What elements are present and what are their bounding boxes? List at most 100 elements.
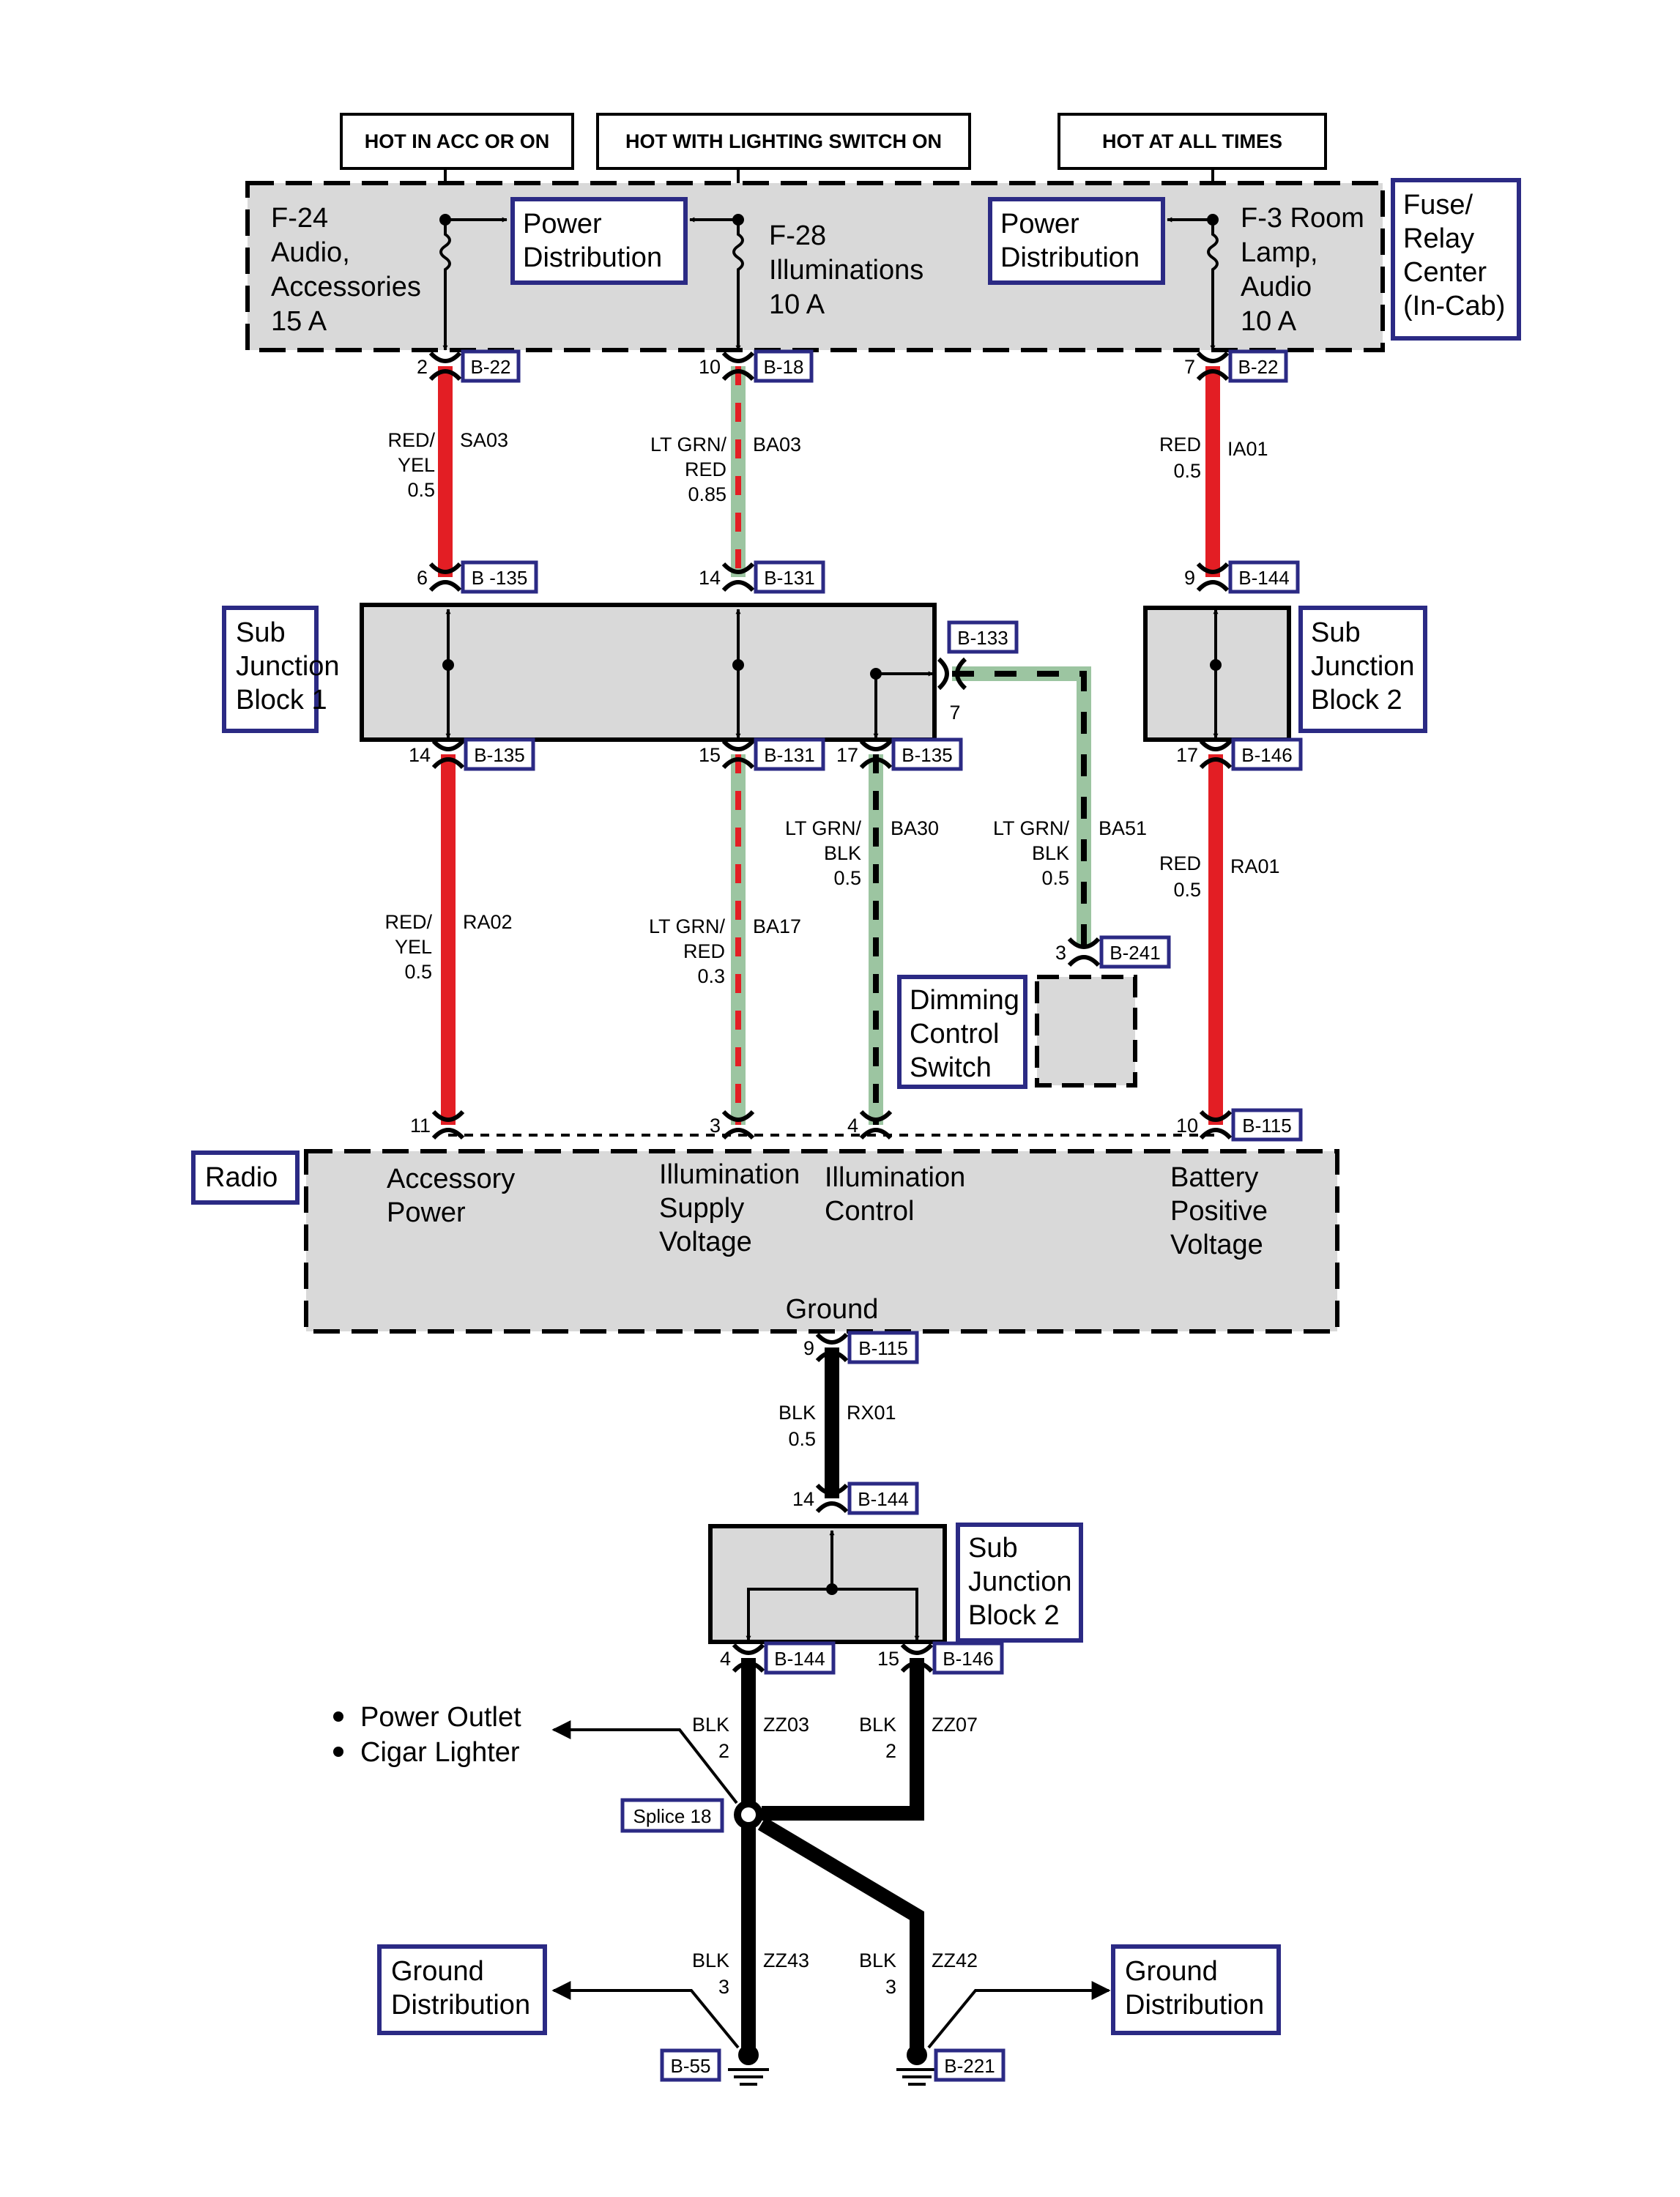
connector-c11: 17 B-146 bbox=[1176, 737, 1303, 771]
radio-illumination-control: Illumination Control bbox=[825, 1162, 965, 1227]
svg-text:LT GRN/: LT GRN/ bbox=[650, 434, 727, 456]
svg-text:Illumination: Illumination bbox=[659, 1159, 800, 1190]
svg-text:ZZ07: ZZ07 bbox=[932, 1714, 978, 1736]
connector-pin: 15 bbox=[699, 744, 721, 766]
connector-pin: 17 bbox=[1176, 744, 1198, 766]
connector-id: B-115 bbox=[1242, 1115, 1291, 1137]
wire-label-zz43: BLK 3 ZZ43 bbox=[692, 1949, 809, 1998]
ground-distribution-left: Ground Distribution bbox=[377, 1944, 547, 2035]
radio-label: Radio bbox=[191, 1150, 300, 1205]
svg-text:Voltage: Voltage bbox=[659, 1227, 752, 1257]
svg-text:Switch: Switch bbox=[910, 1052, 992, 1083]
svg-text:RA02: RA02 bbox=[463, 911, 513, 933]
fuse-relay-center-label: Fuse/ Relay Center (In-Cab) bbox=[1391, 178, 1521, 341]
svg-text:F-28: F-28 bbox=[769, 220, 826, 251]
wire-zz07 bbox=[762, 1658, 924, 1821]
connector-pin: 3 bbox=[1055, 942, 1066, 964]
connector-id: B-146 bbox=[1241, 744, 1292, 766]
radio-accessory-power: Accessory Power bbox=[387, 1164, 515, 1228]
svg-text:0.5: 0.5 bbox=[404, 961, 432, 983]
power-distribution-box-1: Power Distribution bbox=[510, 197, 688, 285]
svg-text:(In-Cab): (In-Cab) bbox=[1403, 291, 1505, 321]
svg-text:B-221: B-221 bbox=[944, 2055, 995, 2077]
svg-text:Sub: Sub bbox=[968, 1533, 1018, 1564]
svg-text:Lamp,: Lamp, bbox=[1241, 237, 1318, 268]
svg-text:Power Outlet: Power Outlet bbox=[360, 1702, 521, 1733]
power-distribution-box-2: Power Distribution bbox=[988, 197, 1165, 285]
radio-illumination-supply: Illumination Supply Voltage bbox=[659, 1159, 800, 1257]
connector-pin: 15 bbox=[877, 1648, 899, 1670]
svg-text:Distribution: Distribution bbox=[1000, 242, 1140, 273]
connector-id: B-133 bbox=[957, 627, 1008, 649]
svg-text:0.5: 0.5 bbox=[1173, 460, 1201, 482]
svg-text:BA03: BA03 bbox=[753, 434, 801, 456]
svg-text:15 A: 15 A bbox=[271, 306, 327, 337]
svg-text:BA17: BA17 bbox=[753, 915, 801, 937]
svg-text:Block 2: Block 2 bbox=[1311, 685, 1402, 715]
svg-text:BLK: BLK bbox=[778, 1402, 816, 1424]
ground-b55: B-55 bbox=[660, 2048, 721, 2082]
svg-text:3: 3 bbox=[885, 1976, 896, 1998]
svg-text:Sub: Sub bbox=[1311, 617, 1361, 648]
connector-pin: 4 bbox=[720, 1648, 731, 1670]
connector-id: B-144 bbox=[1238, 567, 1289, 589]
svg-text:Fuse/: Fuse/ bbox=[1403, 190, 1473, 220]
wire-label-zz07: BLK 2 ZZ07 bbox=[859, 1714, 978, 1762]
wire-label-sa03: RED/ YEL 0.5 SA03 bbox=[387, 429, 508, 501]
connector-pin: 10 bbox=[1176, 1115, 1198, 1137]
svg-text:RED: RED bbox=[683, 940, 725, 962]
svg-text:Distribution: Distribution bbox=[523, 242, 662, 273]
connector-c5: 14 B-131 bbox=[699, 560, 825, 594]
svg-text:F-24: F-24 bbox=[271, 203, 328, 234]
svg-text:Audio: Audio bbox=[1241, 272, 1312, 302]
connector-pin: 14 bbox=[699, 567, 721, 589]
svg-text:Illuminations: Illuminations bbox=[769, 255, 923, 286]
connector-pin: 9 bbox=[803, 1337, 814, 1359]
splice-18 bbox=[734, 1800, 763, 1829]
svg-text:Junction: Junction bbox=[236, 651, 340, 682]
svg-text:0.5: 0.5 bbox=[833, 867, 861, 889]
connector-c14: 9 B-115 bbox=[803, 1331, 919, 1364]
wire-label-ra02: RED/ YEL 0.5 RA02 bbox=[384, 911, 512, 983]
svg-text:BLK: BLK bbox=[1032, 842, 1069, 864]
connector-pin: 6 bbox=[417, 567, 428, 589]
svg-text:0.5: 0.5 bbox=[788, 1428, 816, 1450]
connector-id: B-144 bbox=[774, 1648, 825, 1670]
svg-text:2: 2 bbox=[718, 1740, 729, 1762]
radio-pin-p4: 4 bbox=[847, 1109, 893, 1140]
wire-ba51 bbox=[952, 666, 1091, 948]
svg-text:ZZ03: ZZ03 bbox=[763, 1714, 809, 1736]
wire-label-ia01: RED 0.5 IA01 bbox=[1159, 434, 1268, 482]
sub-junction-block-2-lower-box bbox=[708, 1524, 947, 1644]
sub-junction-block-2-label: Sub Junction Block 2 bbox=[1298, 606, 1427, 733]
connector-id: B-146 bbox=[943, 1648, 993, 1670]
svg-text:Relay: Relay bbox=[1403, 223, 1474, 254]
connector-id: B-131 bbox=[764, 567, 814, 589]
svg-text:Dimming: Dimming bbox=[910, 985, 1019, 1016]
sub-junction-block-1-box bbox=[360, 603, 937, 742]
svg-text:0.5: 0.5 bbox=[1173, 879, 1201, 901]
svg-text:YEL: YEL bbox=[395, 936, 432, 958]
connector-pin: 14 bbox=[792, 1488, 814, 1510]
svg-text:SA03: SA03 bbox=[460, 429, 508, 451]
connector-id: B-115 bbox=[858, 1337, 907, 1359]
svg-text:RED: RED bbox=[1159, 852, 1201, 874]
fuse-circuits bbox=[439, 217, 1219, 351]
svg-text:Power: Power bbox=[523, 209, 602, 239]
svg-text:Junction: Junction bbox=[1311, 651, 1415, 682]
svg-text:Control: Control bbox=[910, 1019, 1000, 1049]
connector-id: B-131 bbox=[764, 744, 814, 766]
connector-pin: 7 bbox=[949, 702, 960, 724]
connector-id: B-18 bbox=[764, 356, 804, 378]
radio-box bbox=[304, 1149, 1339, 1334]
wire-label-ba03: LT GRN/ RED 0.85 BA03 bbox=[650, 434, 801, 505]
header-acc: HOT IN ACC OR ON bbox=[340, 113, 574, 170]
svg-text:2: 2 bbox=[885, 1740, 896, 1762]
